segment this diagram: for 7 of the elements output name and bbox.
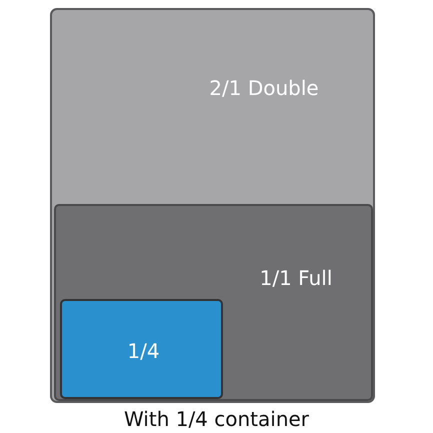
size-label: 1/4 [126, 338, 161, 365]
pan-panel [54, 204, 373, 401]
caption: With 1/4 container [122, 407, 310, 431]
pan-panel [60, 299, 223, 399]
size-label: 2/1 Double [208, 75, 320, 102]
size-label: 1/1 Full [258, 265, 334, 292]
pan-outline [50, 8, 375, 403]
